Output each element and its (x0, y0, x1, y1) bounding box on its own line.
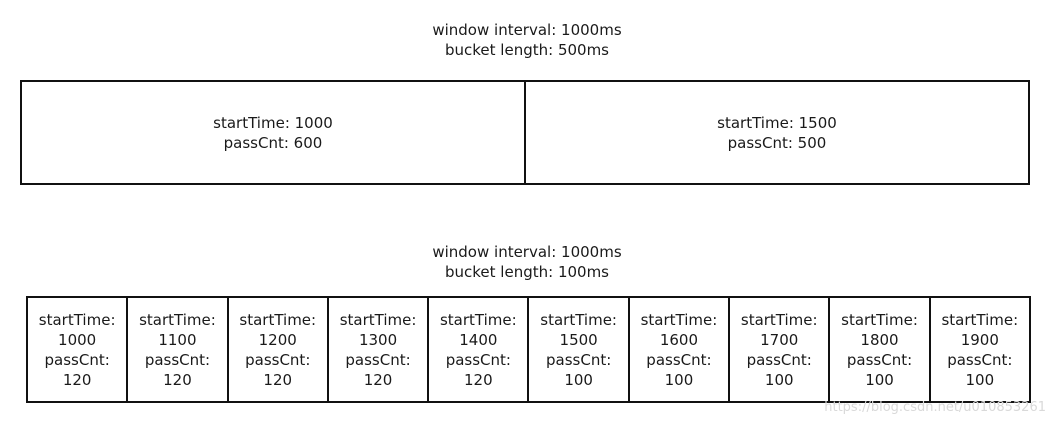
bucket-pass-value: 120 (263, 370, 293, 389)
bucket-pass-key: passCnt: (44, 350, 110, 369)
bucket-start-value: 1000 (58, 330, 97, 349)
bucket-pass-key: passCnt: (245, 350, 311, 369)
bucket-pass-value: 100 (965, 370, 995, 389)
bucket-100ms-1: startTime: 1000 passCnt: 120 (28, 298, 126, 401)
watermark: https://blog.csdn.net/u010853261 (824, 400, 1046, 415)
bucket-pass-key: passCnt: (947, 350, 1013, 369)
top-window-caption: window interval: 1000ms bucket length: 5… (0, 20, 1054, 60)
bucket-100ms-2: startTime: 1100 passCnt: 120 (126, 298, 226, 401)
bucket-pass-key: passCnt: (846, 350, 913, 369)
bucket-row-500ms: startTime: 1000 passCnt: 600 startTime: … (20, 80, 1030, 185)
bucket-pass-count: passCnt: 500 (727, 133, 827, 152)
bucket-start-key: startTime: (740, 310, 818, 329)
bottom-window-interval-text: window interval: 1000ms (432, 243, 622, 261)
bucket-100ms-4: startTime: 1300 passCnt: 120 (326, 298, 427, 401)
bucket-pass-value: 100 (664, 370, 694, 389)
bucket-start-value: 1700 (760, 330, 799, 349)
bucket-start-key: startTime: (540, 310, 617, 329)
bucket-pass-key: passCnt: (144, 350, 211, 369)
bucket-row-100ms: startTime: 1000 passCnt: 120 startTime: … (26, 296, 1031, 403)
bucket-start-value: 1100 (158, 330, 197, 349)
bucket-100ms-10: startTime: 1900 passCnt: 100 (928, 298, 1029, 401)
bucket-pass-value: 120 (363, 370, 393, 389)
bucket-start-key: startTime: (941, 310, 1019, 329)
bucket-pass-count: passCnt: 600 (223, 133, 323, 152)
bucket-start-key: startTime: (439, 310, 517, 329)
bucket-pass-value: 120 (163, 370, 192, 389)
bucket-start-value: 1600 (659, 330, 699, 349)
bucket-100ms-5: startTime: 1400 passCnt: 120 (427, 298, 527, 401)
bucket-start-time: startTime: 1500 (717, 113, 837, 132)
bucket-start-value: 1300 (358, 330, 398, 349)
bottom-window-caption: window interval: 1000ms bucket length: 1… (0, 242, 1054, 282)
bucket-100ms-3: startTime: 1200 passCnt: 120 (226, 298, 327, 401)
bucket-start-key: startTime: (841, 310, 918, 329)
bucket-500ms-1: startTime: 1000 passCnt: 600 (22, 82, 524, 183)
bucket-start-value: 1900 (960, 330, 999, 349)
bucket-pass-value: 100 (564, 370, 593, 389)
bucket-start-value: 1400 (459, 330, 498, 349)
bucket-start-key: startTime: (339, 310, 417, 329)
bucket-pass-value: 120 (62, 370, 92, 389)
bucket-start-key: startTime: (239, 310, 317, 329)
bucket-500ms-2: startTime: 1500 passCnt: 500 (524, 82, 1028, 183)
bucket-start-key: startTime: (38, 310, 116, 329)
bucket-100ms-8: startTime: 1700 passCnt: 100 (728, 298, 828, 401)
bucket-pass-key: passCnt: (345, 350, 411, 369)
bucket-start-value: 1800 (860, 330, 899, 349)
bucket-100ms-9: startTime: 1800 passCnt: 100 (828, 298, 928, 401)
top-window-interval-text: window interval: 1000ms (432, 21, 622, 39)
bucket-start-value: 1500 (559, 330, 598, 349)
bucket-start-key: startTime: (640, 310, 718, 329)
bucket-start-time: startTime: 1000 (213, 113, 333, 132)
bucket-pass-key: passCnt: (445, 350, 511, 369)
bucket-100ms-7: startTime: 1600 passCnt: 100 (627, 298, 728, 401)
bucket-pass-value: 100 (865, 370, 894, 389)
bucket-start-key: startTime: (139, 310, 216, 329)
bucket-pass-value: 100 (764, 370, 794, 389)
bucket-pass-value: 120 (464, 370, 493, 389)
top-bucket-length-text: bucket length: 500ms (445, 41, 609, 59)
bucket-100ms-6: startTime: 1500 passCnt: 100 (527, 298, 627, 401)
bottom-bucket-length-text: bucket length: 100ms (445, 263, 609, 281)
bucket-pass-key: passCnt: (546, 350, 612, 369)
bucket-pass-key: passCnt: (746, 350, 812, 369)
bucket-pass-key: passCnt: (646, 350, 712, 369)
bucket-start-value: 1200 (258, 330, 297, 349)
